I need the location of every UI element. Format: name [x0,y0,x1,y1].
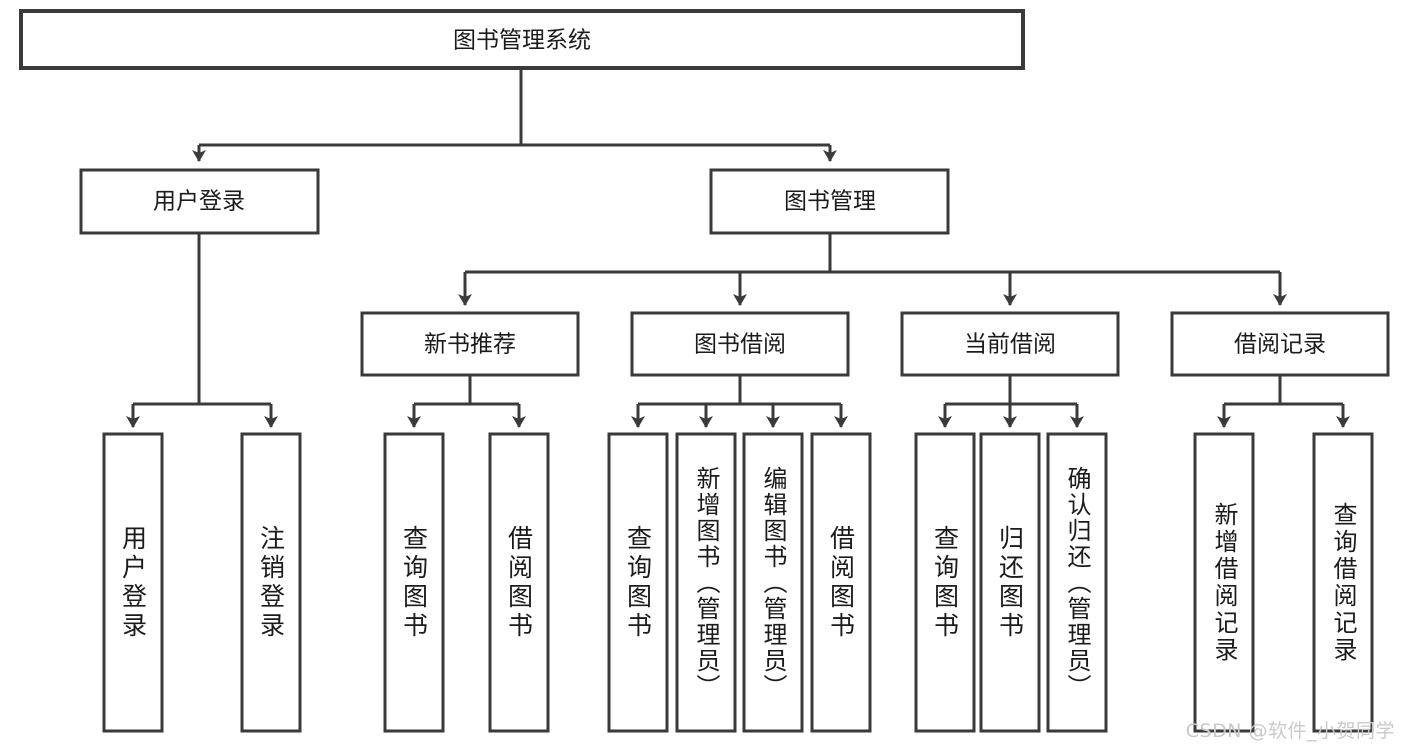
node-book-borrow[interactable]: 图书借阅 [630,311,850,377]
node-user-login[interactable]: 用户登录 [79,168,320,235]
node-book-manage-box[interactable] [709,168,950,235]
node-new-book-recommend[interactable]: 新书推荐 [360,311,580,377]
node-root-box[interactable] [19,9,1025,70]
edge-group [126,68,1350,428]
node-root-label: 图书管理系统 [453,28,591,54]
leaf-box-group [102,432,1374,733]
node-borrow-record[interactable]: 借阅记录 [1170,311,1390,377]
node-borrow-record-box[interactable] [1170,311,1390,377]
node-current-borrow-label: 当前借阅 [964,332,1056,358]
leaf-box-new-book-2[interactable] [488,432,550,733]
node-current-borrow[interactable]: 当前借阅 [900,311,1120,377]
leaf-box-current-borrow-3[interactable] [1046,432,1108,733]
leaf-box-new-book-1[interactable] [383,432,445,733]
node-root[interactable]: 图书管理系统 [19,9,1025,70]
node-current-borrow-box[interactable] [900,311,1120,377]
node-new-book-recommend-label: 新书推荐 [424,332,516,358]
node-user-login-label: 用户登录 [153,189,245,215]
node-book-manage[interactable]: 图书管理 [709,168,950,235]
node-borrow-record-label: 借阅记录 [1234,332,1326,358]
leaf-box-borrow-record-1[interactable] [1193,432,1255,733]
leaf-box-user-login-2[interactable] [240,432,302,733]
leaf-box-user-login-1[interactable] [102,432,164,733]
leaf-box-book-borrow-3[interactable] [742,432,804,733]
leaf-box-book-borrow-4[interactable] [810,432,872,733]
leaf-box-borrow-record-2[interactable] [1312,432,1374,733]
node-book-borrow-label: 图书借阅 [694,332,786,358]
leaf-box-current-borrow-2[interactable] [979,432,1041,733]
leaf-box-current-borrow-1[interactable] [914,432,976,733]
node-book-borrow-box[interactable] [630,311,850,377]
node-book-manage-label: 图书管理 [784,189,876,215]
node-user-login-box[interactable] [79,168,320,235]
leaf-box-book-borrow-2[interactable] [675,432,737,733]
leaf-box-book-borrow-1[interactable] [607,432,669,733]
node-new-book-recommend-box[interactable] [360,311,580,377]
